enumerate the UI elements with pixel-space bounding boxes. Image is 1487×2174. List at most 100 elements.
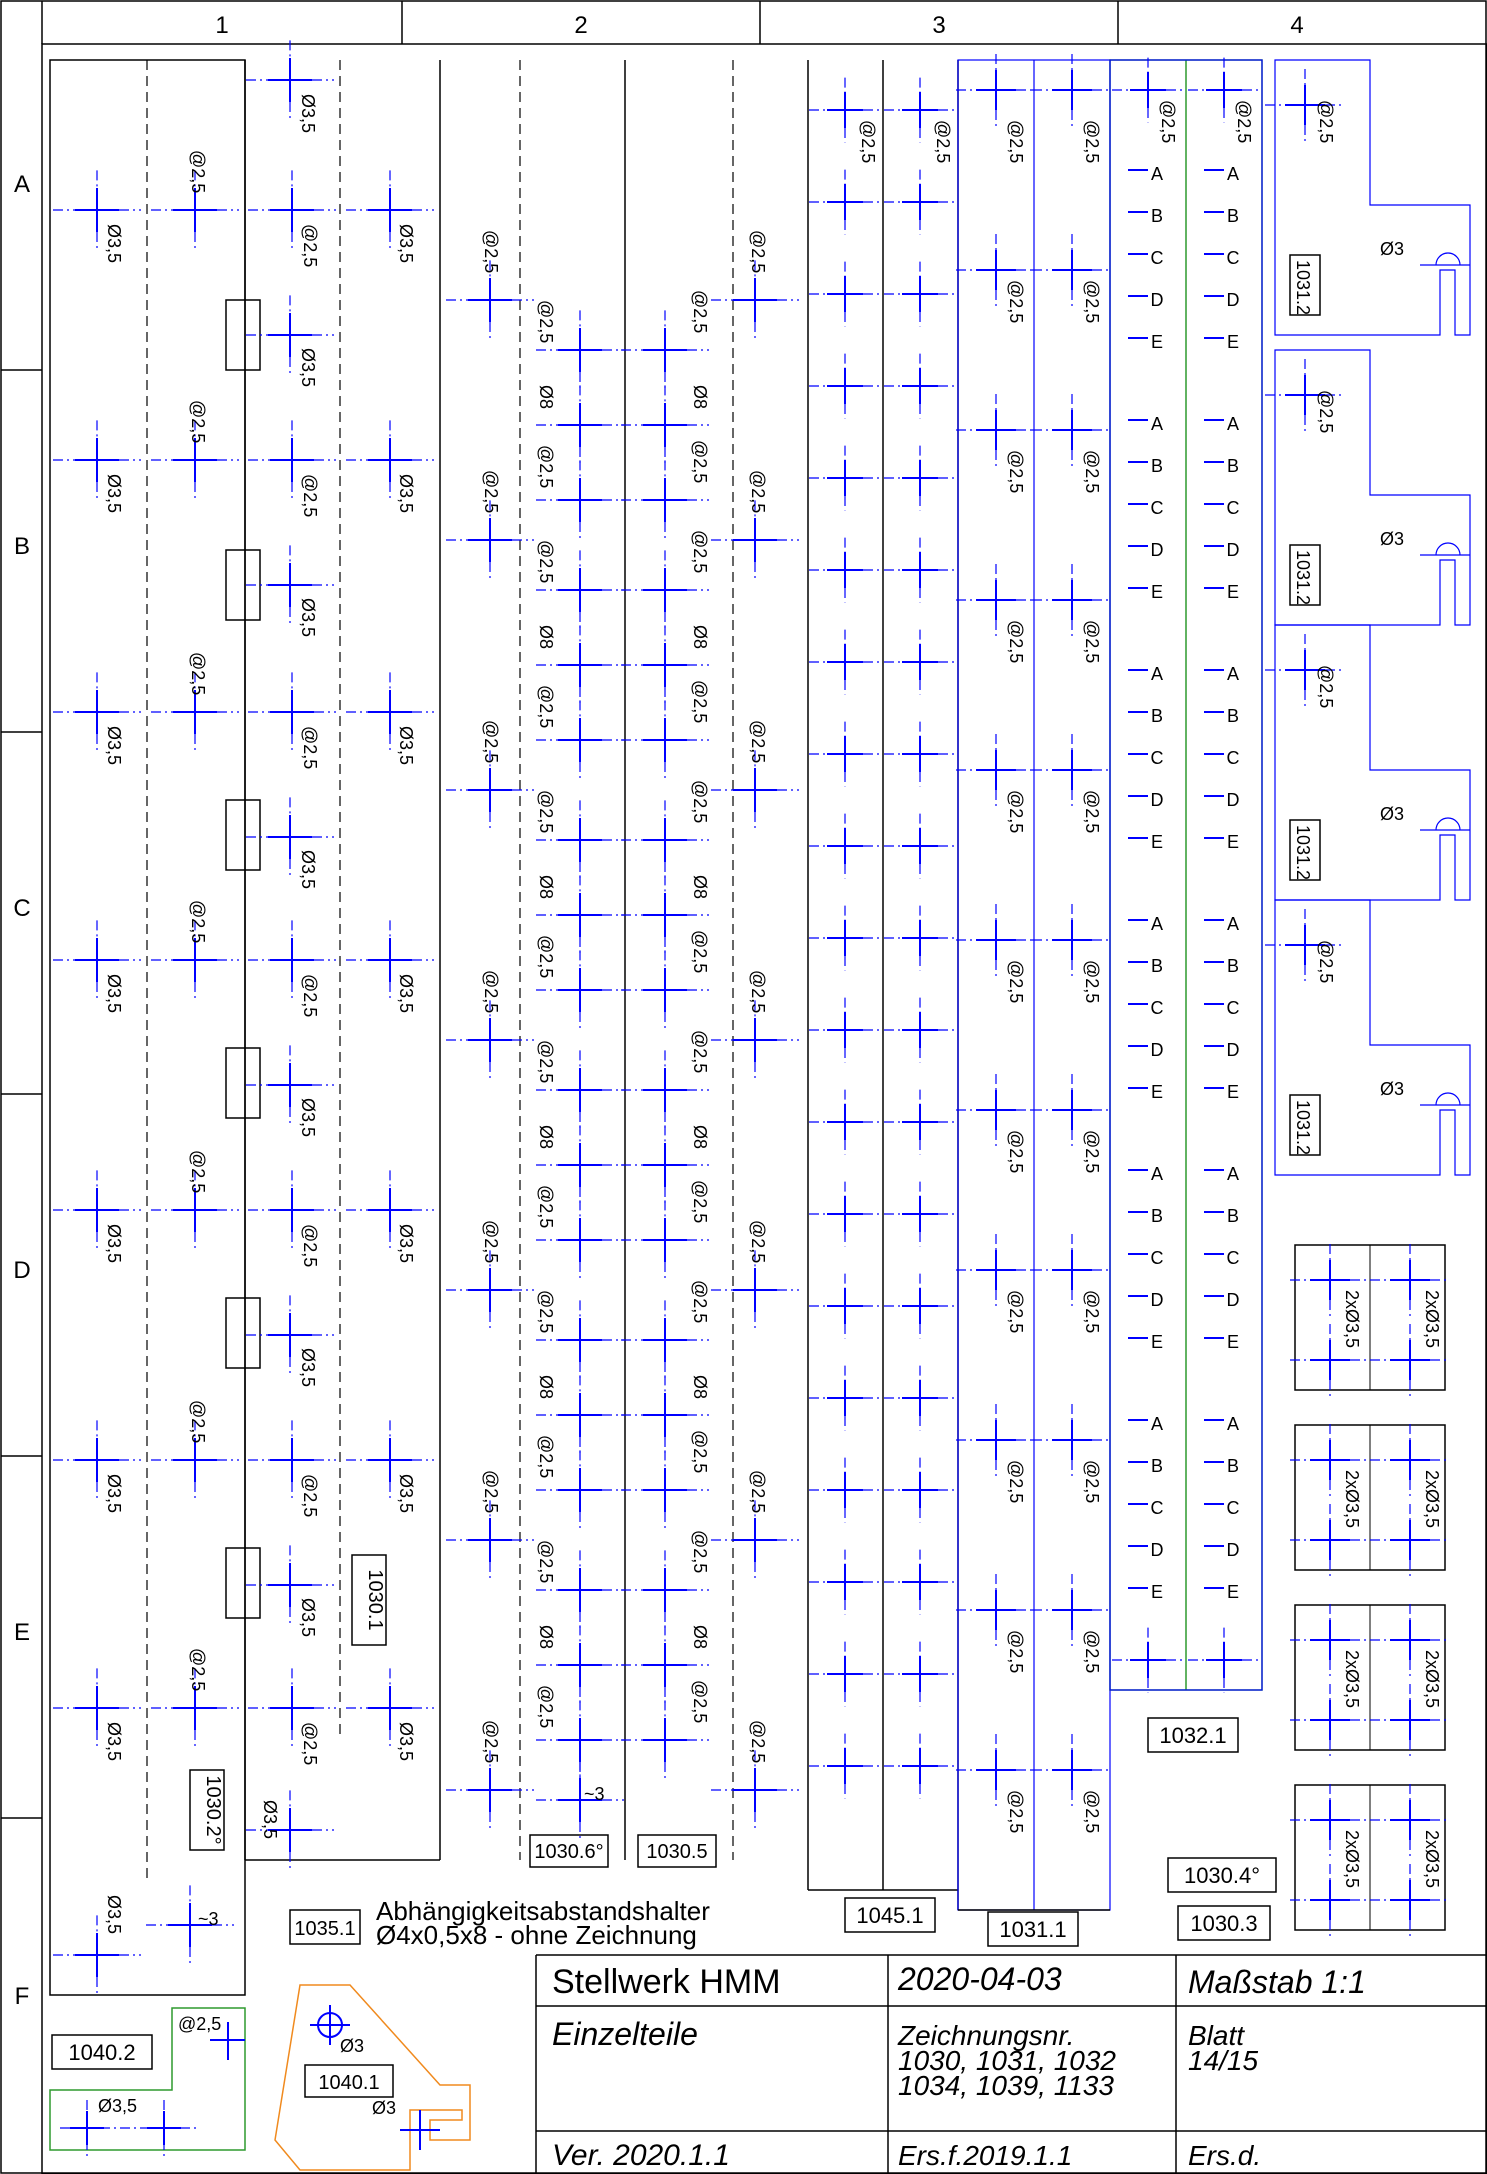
hole-label-d25: @2,5 [690, 780, 710, 823]
sheet-number: 14/15 [1188, 2045, 1258, 2076]
hole-crosshair [711, 1250, 799, 1330]
part-1032-1-label: 1032.1 [1159, 1723, 1226, 1748]
box-hole-label: 2xØ3,5 [1342, 1830, 1362, 1888]
hole-label-d25: @2,5 [536, 1040, 556, 1083]
part-1040-2-hole-label: Ø3,5 [98, 2096, 137, 2116]
row-label-b: B [14, 533, 30, 560]
column-label-3: 3 [932, 12, 945, 39]
hole-label-d25: @2,5 [481, 470, 501, 513]
hole-crosshair [884, 813, 956, 879]
hole-crosshair [956, 54, 1036, 126]
hole-crosshair [809, 997, 881, 1063]
hole-label-d25: @2,5 [933, 120, 953, 163]
strip-letter: C [1227, 748, 1240, 768]
hole-crosshair [536, 1375, 624, 1455]
side-part-outline [1274, 899, 1471, 1176]
hole-crosshair [346, 1668, 434, 1748]
part-1030-6-label: 1030.6° [534, 1841, 603, 1863]
part-1040-1-hole-a-label: Ø3 [340, 2036, 364, 2056]
hole-label-d25: @2,5 [300, 1722, 320, 1765]
hole-crosshair [151, 920, 239, 1000]
hole-label-d25: @2,5 [748, 470, 768, 513]
title-scale: Maßstab 1:1 [1188, 1964, 1366, 2000]
strip-letter: E [1151, 582, 1163, 602]
strip-letter: A [1151, 1414, 1163, 1434]
hole-crosshair [1370, 1864, 1450, 1936]
strip-letter: C [1151, 998, 1164, 1018]
hole-label-d35: Ø3,5 [396, 474, 416, 513]
strip-letter: B [1227, 706, 1239, 726]
hole-label-d35: Ø3,5 [298, 598, 318, 637]
hole-crosshair [809, 629, 881, 695]
strip-letter: B [1151, 1206, 1163, 1226]
strip-letter: D [1227, 540, 1240, 560]
hole-crosshair [1370, 1324, 1450, 1396]
strip-letter: D [1227, 790, 1240, 810]
side-part-outline [1274, 59, 1471, 336]
hole-label-d25: @2,5 [536, 1540, 556, 1583]
column-label-4: 4 [1290, 12, 1303, 39]
hole-label-d25: @2,5 [481, 1720, 501, 1763]
hole-label-d25: @2,5 [1082, 1630, 1102, 1673]
hole-crosshair [151, 420, 239, 500]
strip-letter: E [1227, 832, 1239, 852]
hole-crosshair [248, 420, 336, 500]
hole-label-d8: Ø8 [536, 875, 556, 899]
strip-letter: A [1151, 164, 1163, 184]
hole-crosshair [248, 1170, 336, 1250]
hole-label-d25: @2,5 [1006, 1130, 1026, 1173]
strip-letter: C [1151, 748, 1164, 768]
hole-crosshair [884, 537, 956, 603]
hole-label-d25: @2,5 [481, 230, 501, 273]
strip-letter: A [1227, 914, 1239, 934]
strip-letter: B [1227, 206, 1239, 226]
hole-label-d25: @2,5 [300, 726, 320, 769]
hole-crosshair [1370, 1504, 1450, 1576]
hole-label-d35: Ø3,5 [104, 726, 124, 765]
hole-label-d25: @2,5 [1006, 1790, 1026, 1833]
title-version: Ver. 2020.1.1 [552, 2139, 730, 2172]
strip-letter: A [1227, 664, 1239, 684]
hole-crosshair [248, 920, 336, 1000]
title-subject: Einzelteile [552, 2016, 698, 2052]
part-1030-strip [49, 59, 441, 1996]
hole-crosshair [956, 564, 1036, 636]
hole-crosshair [536, 1450, 624, 1530]
strip-letter: B [1151, 456, 1163, 476]
hole-label-d25: @2,5 [481, 1220, 501, 1263]
hole-crosshair [446, 260, 534, 340]
hole-crosshair [146, 1885, 234, 1965]
side-part-hole-label: Ø3 [1380, 239, 1404, 259]
hole-crosshair [536, 625, 624, 705]
strip-letter: A [1227, 1164, 1239, 1184]
hole-crosshair [246, 40, 334, 120]
hole-crosshair [1265, 909, 1345, 981]
column2-hole-pattern: @2,5@2,5@2,5Ø8@2,5@2,5Ø8@2,5@2,5@2,5@2,5… [446, 230, 799, 1840]
hole-crosshair [151, 1420, 239, 1500]
hole-crosshair [1370, 1684, 1450, 1756]
hole-label-d35: Ø3,5 [104, 224, 124, 263]
hole-label-d25: @2,5 [748, 720, 768, 763]
hole-crosshair [151, 1170, 239, 1250]
hole-crosshair [246, 545, 334, 625]
strip-letter: D [1151, 1290, 1164, 1310]
part-1030-4-label: 1030.4° [1184, 1863, 1260, 1888]
hole-label-d35: Ø3,5 [298, 1598, 318, 1637]
hole-crosshair [1265, 69, 1345, 141]
hole-crosshair [536, 1050, 624, 1130]
hole-crosshair [1290, 1784, 1370, 1856]
row-label-e: E [14, 1619, 30, 1646]
hole-label-d35: Ø3,5 [396, 1722, 416, 1761]
strip-letter: C [1227, 1248, 1240, 1268]
hole-crosshair [711, 1500, 799, 1580]
hole-label-d35: Ø3,5 [298, 1348, 318, 1387]
hole-crosshair [1032, 1734, 1112, 1806]
hole-crosshair [621, 550, 709, 630]
strip-letter: C [1151, 248, 1164, 268]
hole-crosshair [1032, 1404, 1112, 1476]
